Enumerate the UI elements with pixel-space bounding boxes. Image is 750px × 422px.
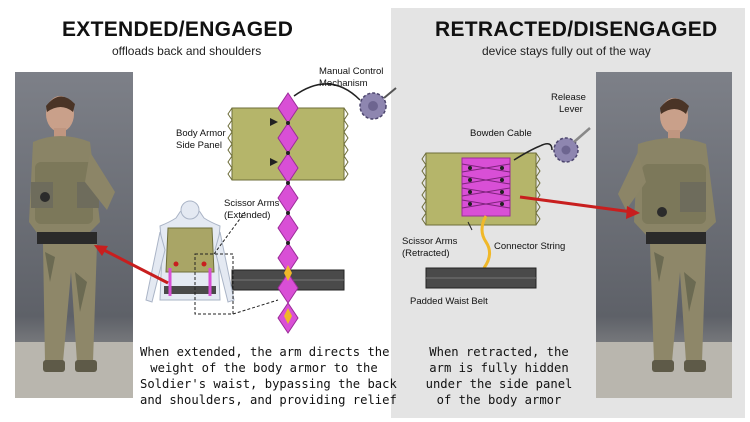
label-body-armor-2: Side Panel <box>176 140 222 151</box>
manual-control-gear-icon <box>359 87 397 120</box>
extended-caption: When extended, the arm directs the weigh… <box>140 344 397 408</box>
label-manual-control-1: Manual Control <box>319 66 384 77</box>
bowden-cable <box>513 143 553 161</box>
label-connector-string: Connector String <box>494 241 566 252</box>
retracted-caption-line-3: under the side panel <box>425 377 573 391</box>
label-padded-waist-belt: Padded Waist Belt <box>410 296 488 307</box>
extended-caption-line-1: When extended, the arm directs the <box>140 345 390 359</box>
extended-caption-line-4: and shoulders, and providing relief <box>140 393 397 407</box>
pointer-arrow-retracted <box>519 195 633 214</box>
label-manual-control-2: Mechanism <box>319 78 368 89</box>
retracted-caption-line-1: When retracted, the <box>429 345 569 359</box>
soldier-photo-retracted <box>596 72 732 398</box>
label-scissor-extended-1: Scissor Arms <box>224 198 280 209</box>
label-body-armor-1: Body Armor <box>176 128 226 139</box>
retracted-caption-line-2: arm is fully hidden <box>429 361 569 375</box>
extended-caption-line-3: Soldier's waist, bypassing the back <box>140 377 397 391</box>
retracted-title: RETRACTED/DISENGAGED <box>435 18 718 41</box>
soldier-outline-sketch <box>145 200 235 303</box>
scissor-arms-retracted <box>461 157 511 217</box>
label-release-1: Release <box>551 92 586 103</box>
label-scissor-retracted-1: Scissor Arms <box>402 236 458 247</box>
label-bowden-cable: Bowden Cable <box>470 128 532 139</box>
label-scissor-retracted-2: (Retracted) <box>402 248 450 259</box>
extended-caption-line-2: weight of the body armor to the <box>150 361 378 375</box>
connector-string <box>480 215 491 269</box>
extended-title: EXTENDED/ENGAGED <box>62 18 294 41</box>
soldier-photo-extended <box>15 72 133 398</box>
label-scissor-extended-2: (Extended) <box>224 210 271 221</box>
retracted-subtitle: device stays fully out of the way <box>482 44 651 58</box>
retracted-caption-line-4: of the body armor <box>436 393 562 407</box>
release-lever-gear-icon <box>553 127 591 163</box>
pointer-arrow-extended <box>99 246 169 285</box>
extended-subtitle: offloads back and shoulders <box>112 44 262 58</box>
retracted-caption: When retracted, the arm is fully hidden … <box>414 344 584 408</box>
label-release-2: Lever <box>559 104 583 115</box>
